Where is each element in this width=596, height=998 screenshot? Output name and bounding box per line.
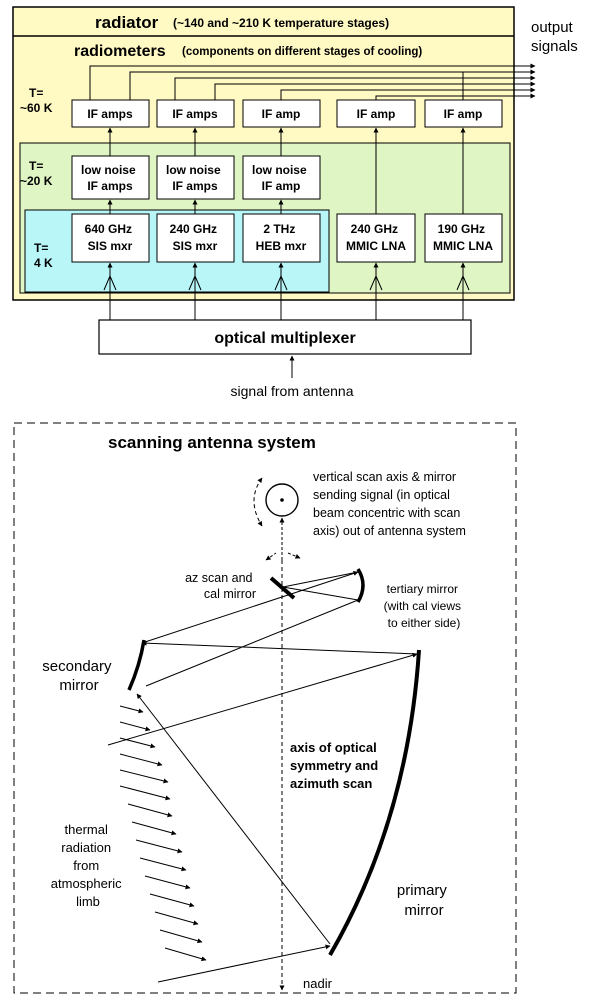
radiator-subtitle: (~140 and ~210 K temperature stages) xyxy=(173,16,389,30)
svg-text:640 GHz SIS mxr: 640 GHz SIS mxr xyxy=(85,222,136,253)
secondary-mirror xyxy=(127,639,146,691)
svg-text:240 GHz MMIC LNA: 240 GHz MMIC LNA xyxy=(346,222,406,253)
ray-paths xyxy=(107,571,418,983)
antenna-system-frame xyxy=(13,422,517,994)
svg-text:low noise IF amps: low noise IF amps xyxy=(81,163,139,193)
optical-multiplexer: optical multiplexer xyxy=(98,319,472,355)
antenna-signal-label: signal from antenna xyxy=(231,383,354,399)
stage-60k-label: T= ~60 K xyxy=(20,86,53,115)
svg-text:optical multiplexer: optical multiplexer xyxy=(214,330,355,347)
antenna-system-title: scanning antenna system xyxy=(108,433,316,452)
mmic-lna-190ghz: 190 GHz MMIC LNA xyxy=(424,213,503,263)
svg-text:2 THz HEB mxr: 2 THz HEB mxr xyxy=(256,222,307,253)
if-amp-2: IF amps xyxy=(156,99,235,128)
signal-flow-arrows xyxy=(103,127,470,320)
output-signals-label: output signals xyxy=(531,19,578,55)
axis-label: axis of optical symmetry and azimuth sca… xyxy=(290,740,382,791)
stage-4k-label: T= 4 K xyxy=(34,241,53,270)
secondary-mirror-label: secondary mirror xyxy=(42,658,115,694)
mixer-2thz: 2 THz HEB mxr xyxy=(242,213,321,263)
svg-text:low noise IF amps: low noise IF amps xyxy=(166,163,224,193)
if-amp-5: IF amp xyxy=(424,99,503,128)
radiometers-subtitle: (components on different stages of cooli… xyxy=(182,46,422,58)
tertiary-mirror xyxy=(356,568,365,603)
stage-20k-label: T= ~20 K xyxy=(20,159,53,188)
svg-text:low noise IF amp: low noise IF amp xyxy=(252,163,310,193)
vertical-scan-label: vertical scan axis & mirror sending sign… xyxy=(313,470,466,538)
primary-mirror-label: primary mirror xyxy=(397,882,451,919)
mixer-640ghz: 640 GHz SIS mxr xyxy=(71,213,150,263)
nadir-label: nadir xyxy=(303,976,333,991)
lna-block-1: low noise IF amps xyxy=(71,155,150,200)
svg-text:190 GHz MMIC LNA: 190 GHz MMIC LNA xyxy=(433,222,493,253)
mmic-lna-240ghz: 240 GHz MMIC LNA xyxy=(336,213,416,263)
thermal-radiation-arrows xyxy=(119,705,207,962)
svg-text:IF amps: IF amps xyxy=(172,107,218,121)
if-amp-3: IF amp xyxy=(242,99,321,128)
radiometers-title: radiometers xyxy=(74,43,166,60)
if-amp-4: IF amp xyxy=(336,99,416,128)
mixer-240ghz: 240 GHz SIS mxr xyxy=(156,213,235,263)
svg-text:IF amp: IF amp xyxy=(444,107,483,121)
tertiary-mirror-label: tertiary mirror (with cal views to eithe… xyxy=(384,582,465,630)
svg-text:240 GHz SIS mxr: 240 GHz SIS mxr xyxy=(170,222,221,253)
thermal-radiation-label: thermal radiation from atmospheric limb xyxy=(51,822,125,909)
rotation-arrow-icon xyxy=(253,477,263,527)
svg-text:IF amp: IF amp xyxy=(262,107,301,121)
lna-block-2: low noise IF amps xyxy=(156,155,235,200)
svg-text:IF amp: IF amp xyxy=(357,107,396,121)
if-amp-1: IF amps xyxy=(71,99,150,128)
svg-text:IF amps: IF amps xyxy=(87,107,133,121)
az-scan-label: az scan and cal mirror xyxy=(185,571,256,601)
output-signal-lines xyxy=(89,63,536,100)
lna-block-3: low noise IF amp xyxy=(242,155,321,200)
primary-mirror xyxy=(328,649,421,957)
radiator-title: radiator xyxy=(95,13,159,32)
